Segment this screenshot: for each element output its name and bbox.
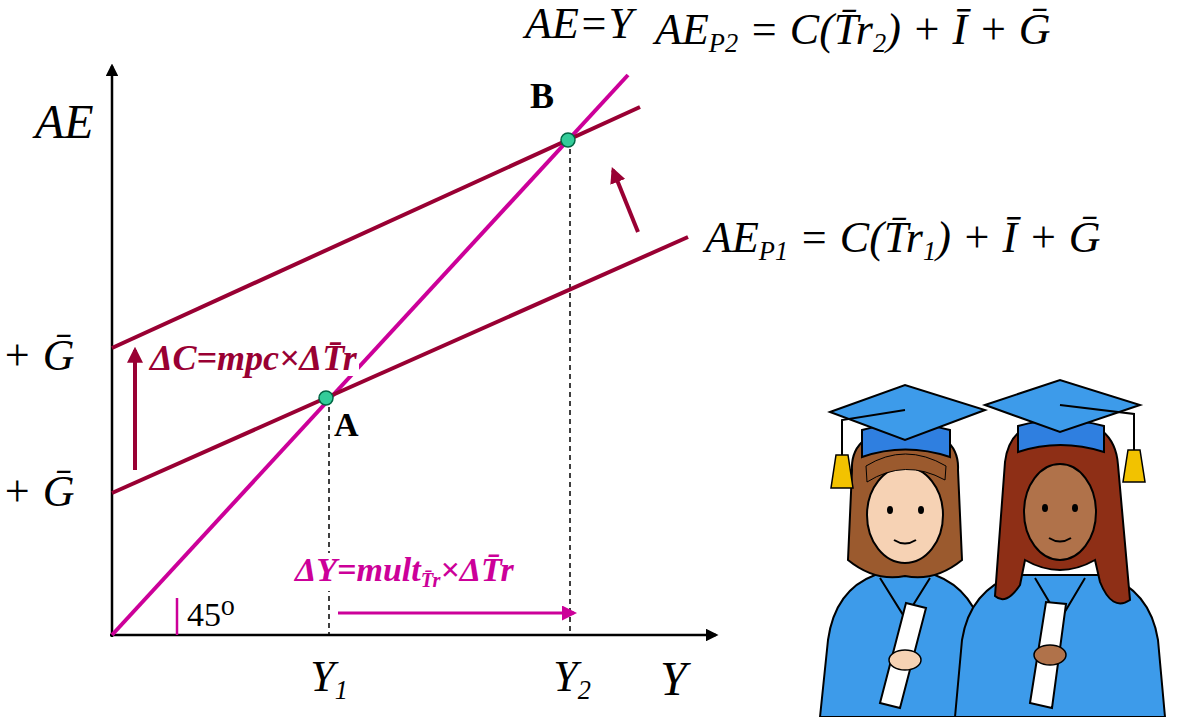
label-text: = C(T̄r xyxy=(738,5,873,54)
label-text: Y xyxy=(660,652,687,705)
gown xyxy=(955,575,1165,717)
change-arrow xyxy=(338,612,574,615)
label-text: AE xyxy=(35,95,94,148)
ae-line xyxy=(112,107,640,348)
tassel-cord xyxy=(1060,405,1134,450)
point-label: B xyxy=(530,78,554,114)
angle-tick xyxy=(176,598,179,635)
intercept-label: + Ḡ xyxy=(2,470,74,514)
label-text: AE xyxy=(705,213,759,262)
label-text: + Ḡ xyxy=(2,331,74,380)
equation-label: AEP2 = C(T̄r2) + Ī + Ḡ xyxy=(655,8,1051,56)
equilibrium-point xyxy=(319,391,333,405)
change-label: ΔC=mpc×ΔT̄r xyxy=(148,340,359,376)
axis-label: Y xyxy=(660,655,687,703)
eye xyxy=(887,506,893,514)
mortarboard xyxy=(830,385,985,440)
intercept-label: + Ḡ xyxy=(2,334,74,378)
label-text: ×ΔT̄r xyxy=(440,551,513,588)
guide-line xyxy=(328,398,330,635)
label-text: A xyxy=(334,406,359,443)
y-axis xyxy=(111,66,114,637)
forty-five-line xyxy=(112,75,628,635)
label-text: + Ḡ xyxy=(2,467,74,516)
equation-label: AEP1 = C(T̄r1) + Ī + Ḡ xyxy=(705,216,1101,264)
label-text: 45⁰ xyxy=(187,596,235,633)
label-text: AE xyxy=(655,5,709,54)
shift-arrow xyxy=(613,170,638,232)
subscript-text: 2 xyxy=(578,675,591,705)
guide-line xyxy=(569,140,571,635)
label-text: ) + Ī + Ḡ xyxy=(886,5,1050,54)
diploma xyxy=(880,603,926,708)
tassel-cord xyxy=(842,410,905,455)
x-axis xyxy=(110,634,716,637)
subscript-text: T̄r xyxy=(421,569,441,591)
axis-label: AE xyxy=(35,98,94,146)
subscript-text: 1 xyxy=(335,675,348,705)
label-text: ΔC=mpc×ΔT̄r xyxy=(150,338,357,378)
shift-arrow xyxy=(133,350,137,470)
subscript-text: P2 xyxy=(709,28,738,58)
tassel xyxy=(1123,450,1145,482)
mouth xyxy=(1049,538,1071,542)
tassel xyxy=(831,455,853,488)
equilibrium-point xyxy=(561,133,575,147)
hair-fringe xyxy=(866,454,946,482)
eye xyxy=(918,506,924,514)
angle-label: 45⁰ xyxy=(187,598,235,632)
hair xyxy=(995,418,1130,603)
label-text: B xyxy=(530,76,554,116)
hand xyxy=(889,650,921,670)
face xyxy=(1024,464,1096,560)
axis-tick-label: Y1 xyxy=(310,655,348,703)
change-label: ΔY=multT̄r×ΔT̄r xyxy=(293,553,516,591)
mouth xyxy=(894,540,916,544)
diploma xyxy=(1030,602,1066,708)
label-text: ) + Ī + Ḡ xyxy=(936,213,1100,262)
subscript-text: P1 xyxy=(759,236,788,266)
face xyxy=(867,467,943,563)
label-text: = C(T̄r xyxy=(788,213,923,262)
label-text: Y xyxy=(310,652,334,701)
label-text: AE=Y xyxy=(525,0,633,48)
ae-line xyxy=(112,237,688,493)
eye xyxy=(1042,504,1048,512)
label-text: Y xyxy=(553,652,577,701)
hand xyxy=(1034,645,1066,665)
identity-label: AE=Y xyxy=(525,2,633,46)
eye xyxy=(1072,504,1078,512)
axis-tick-label: Y2 xyxy=(553,655,591,703)
subscript-text: 2 xyxy=(873,28,886,58)
subscript-text: 1 xyxy=(923,236,936,266)
label-text: ΔY=mult xyxy=(295,551,421,588)
point-label: A xyxy=(334,408,359,442)
